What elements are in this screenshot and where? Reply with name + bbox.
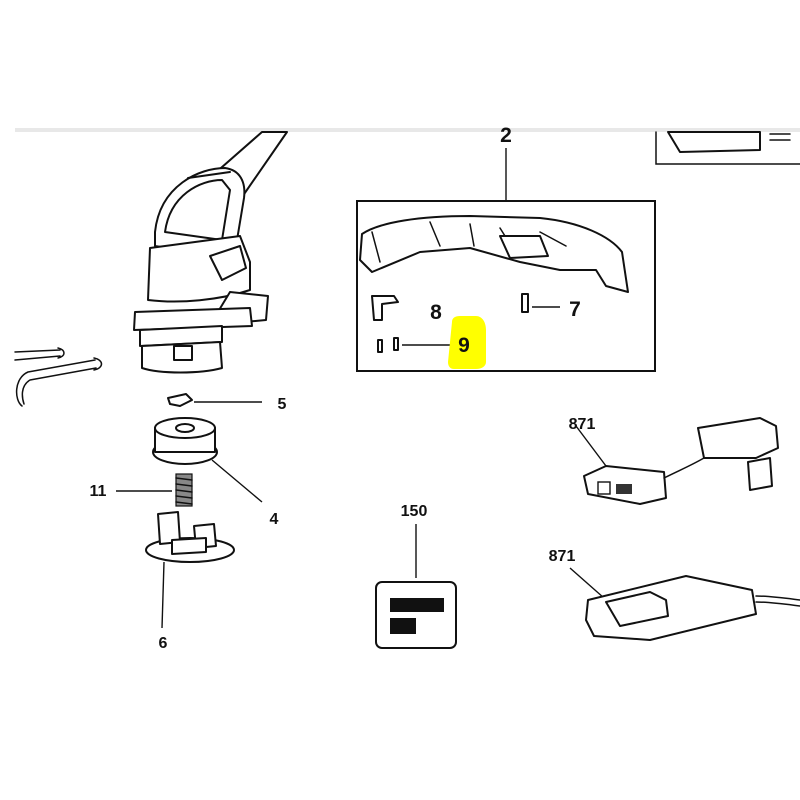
highlight-marker <box>448 316 486 369</box>
callout-4: 4 <box>270 511 279 528</box>
callout-8: 8 <box>430 301 442 324</box>
callout-871-top: 871 <box>569 416 596 433</box>
callout-9: 9 <box>458 334 470 357</box>
callout-871-bottom: 871 <box>549 548 576 565</box>
callout-5: 5 <box>278 396 287 413</box>
part-6-cap-illustration <box>145 511 235 629</box>
part-11-spring-illustration <box>116 473 193 507</box>
callout-7: 7 <box>569 298 581 321</box>
callout-6: 6 <box>159 635 168 652</box>
part-2-box <box>356 148 656 372</box>
part-871-top-illustration <box>575 417 779 505</box>
callout-2: 2 <box>500 124 512 147</box>
part-5-illustration <box>167 393 262 407</box>
part-871-bottom-illustration <box>569 567 800 641</box>
part-150-label-illustration <box>375 524 457 649</box>
trimmer-head-illustration <box>14 131 288 407</box>
top-rule <box>15 128 800 132</box>
part-top-right-partial <box>655 131 800 165</box>
part-4-spool-illustration <box>152 417 263 503</box>
callout-11: 11 <box>90 483 107 500</box>
callout-150: 150 <box>401 503 428 520</box>
